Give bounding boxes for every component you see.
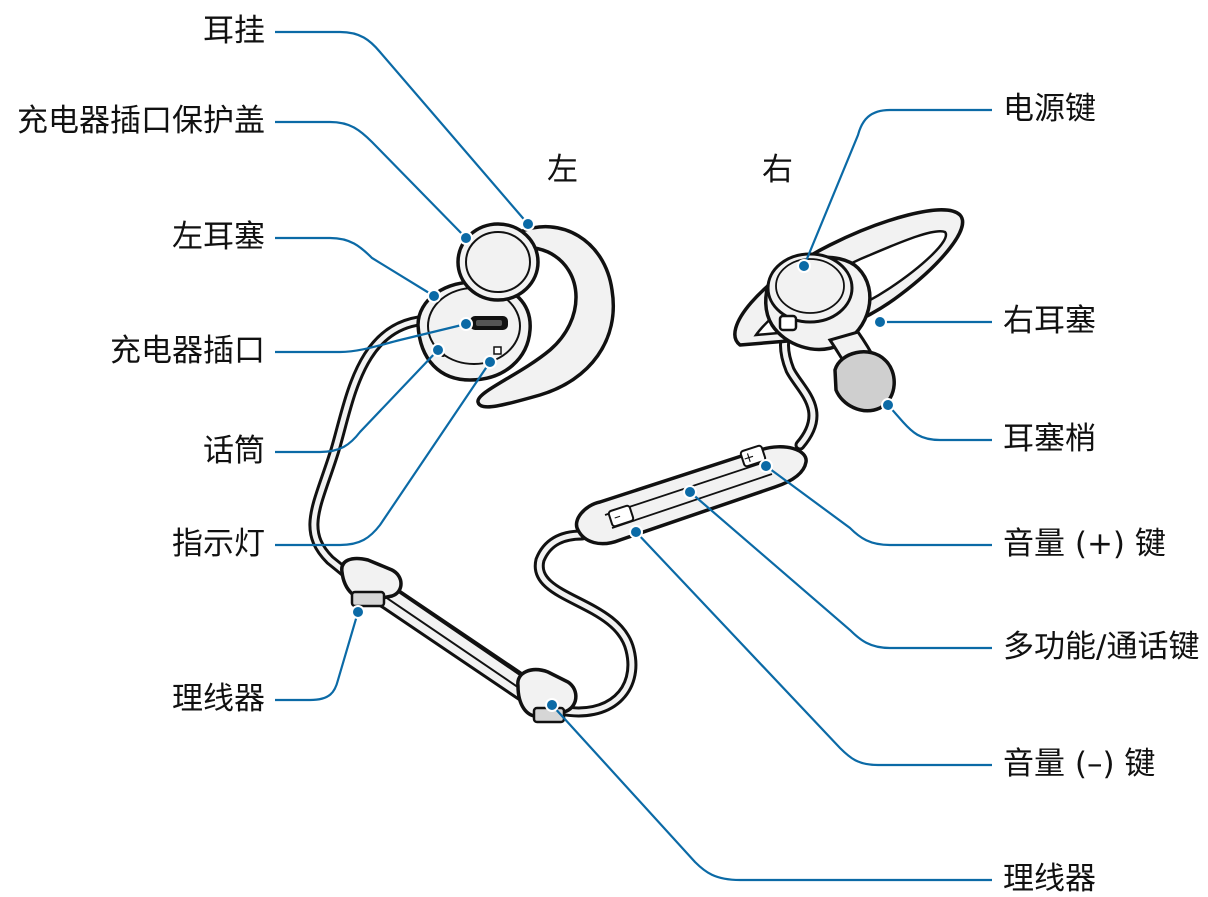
left-earpiece-shape [416,222,615,409]
label-volume-up-key: 音量 (+) 键 [1003,526,1166,562]
leader-power-key [802,108,992,267]
label-microphone: 话筒 [203,433,265,469]
leader-ear-tip [887,404,992,442]
label-charger-port-cover: 充电器插口保护盖 [17,103,265,139]
cable-organizer-left-shape [340,556,403,608]
remote-minus-mark: – [612,508,624,525]
label-right-earpiece: 右耳塞 [1003,303,1096,339]
label-cable-organizer-bottom: 理线器 [1003,861,1096,897]
label-multifunction-call-key: 多功能/通话键 [1003,629,1200,665]
leader-multifunction [689,491,992,650]
callout-lines [275,30,992,882]
side-label-left: 左 [547,152,578,188]
leader-charger-port [275,322,467,354]
right-earpiece-shape [733,208,965,413]
label-volume-down-key: 音量 (–) 键 [1003,746,1156,782]
leader-ear-hook [275,30,529,225]
label-ear-tip: 耳塞梢 [1003,421,1096,457]
leader-indicator [275,361,491,547]
label-indicator-light: 指示灯 [172,526,265,562]
leader-cable-organizer-left [275,611,360,702]
leader-microphone [275,349,439,454]
label-cable-organizer-left: 理线器 [172,681,265,717]
remote-plus-mark: + [741,449,757,468]
leader-charger-cover [275,120,467,239]
label-left-earpiece: 左耳塞 [172,219,265,255]
label-charger-port: 充电器插口 [110,333,265,369]
label-power-key: 电源键 [1003,91,1096,127]
leader-left-earpiece [275,236,435,297]
leader-volume-up [765,465,992,547]
label-ear-hook: 耳挂 [203,13,265,49]
leader-volume-down [635,531,992,767]
leader-cable-organizer-bottom [551,704,992,882]
callout-dots [351,217,895,712]
side-label-right: 右 [762,152,793,188]
cable-organizer-bottom-shape [516,667,578,724]
